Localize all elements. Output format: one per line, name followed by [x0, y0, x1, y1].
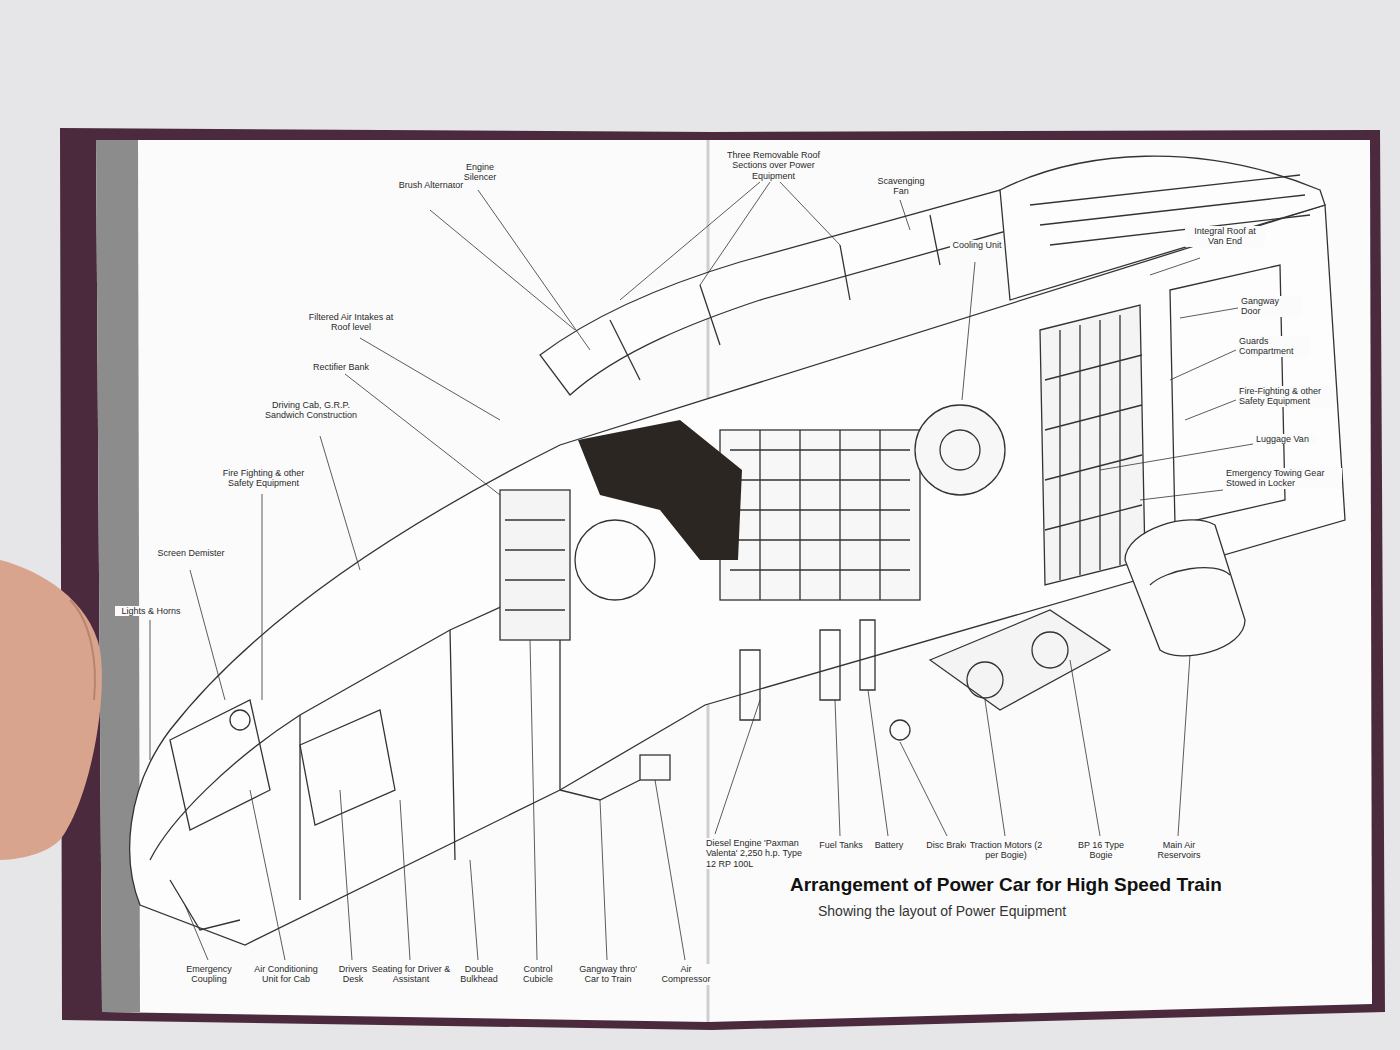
train-cutaway: [130, 156, 1345, 945]
part-label: Air Compressor: [658, 964, 714, 985]
part-label: Gangway thro' Car to Train: [576, 964, 640, 985]
leader-lines: [150, 182, 1253, 960]
part-label: Traction Motors (2 per Bogie): [966, 840, 1046, 861]
part-label: Seating for Driver & Assistant: [368, 964, 454, 985]
part-label: Diesel Engine 'Paxman Valenta' 2,250 h.p…: [705, 838, 812, 869]
part-label: Emergency Coupling: [176, 964, 242, 985]
part-label: Fire-Fighting & other Safety Equipment: [1238, 386, 1335, 407]
part-label: Gangway Door: [1240, 296, 1302, 317]
part-label: Cooling Unit: [950, 240, 1004, 250]
thumb: [0, 560, 102, 860]
part-label: Battery: [864, 840, 914, 850]
part-label: Emergency Towing Gear Stowed in Locker: [1225, 468, 1342, 489]
part-label: Integral Roof at Van End: [1185, 226, 1265, 247]
part-label: Driving Cab, G.R.P. Sandwich Constructio…: [255, 400, 367, 421]
part-label: Control Cubicle: [512, 964, 564, 985]
part-label: Luggage Van: [1255, 434, 1317, 444]
book-cover: [60, 128, 1385, 1030]
part-label: BP 16 Type Bogie: [1066, 840, 1136, 861]
figure-title: Arrangement of Power Car for High Speed …: [790, 874, 1222, 896]
part-label: Screen Demister: [150, 548, 232, 558]
part-label: Three Removable Roof Sections over Power…: [715, 150, 832, 181]
part-label: Rectifier Bank: [300, 362, 382, 372]
part-label: Lights & Horns: [115, 606, 187, 616]
part-label: Air Conditioning Unit for Cab: [248, 964, 324, 985]
part-label: Engine Silencer: [448, 162, 512, 183]
part-label: Double Bulkhead: [454, 964, 504, 985]
figure-caption: Showing the layout of Power Equipment: [818, 903, 1066, 919]
part-label: Scavenging Fan: [870, 176, 932, 197]
part-label: Fuel Tanks: [815, 840, 867, 850]
ink-smudge: [578, 420, 742, 560]
part-label: Fire Fighting & other Safety Equipment: [210, 468, 317, 489]
part-label: Guards Compartment: [1238, 336, 1310, 357]
part-label: Filtered Air Intakes at Roof level: [300, 312, 402, 333]
part-label: Main Air Reservoirs: [1148, 840, 1210, 861]
